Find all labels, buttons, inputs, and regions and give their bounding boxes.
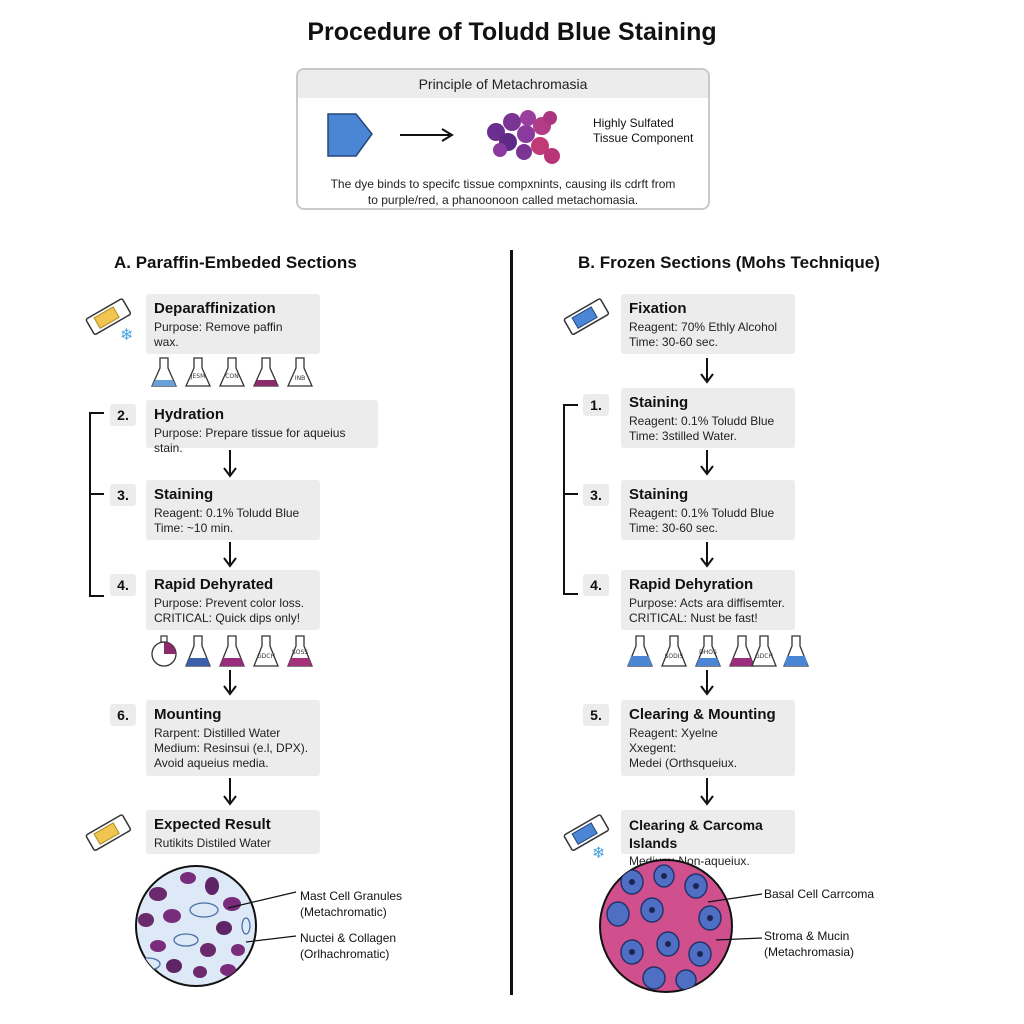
right-step-number: 1.: [583, 394, 609, 416]
flask-icon: INB: [286, 357, 314, 387]
svg-text:❄: ❄: [120, 325, 133, 344]
principle-header: Principle of Metachromasia: [298, 70, 708, 98]
flask-icon: GDCH: [751, 635, 777, 667]
left-flask-row-bottom: GDCH SOSS: [151, 635, 313, 667]
flask-icon: [627, 635, 653, 667]
right-step-number: 3.: [583, 484, 609, 506]
arrow-down-icon: [700, 450, 714, 476]
arrow-down-icon: [223, 450, 237, 478]
left-bracket: [89, 412, 104, 597]
right-step-staining-2: Staining Reagent: 0.1% Toludd Blue Time:…: [621, 480, 795, 540]
right-step-result: Clearing & Carcoma Islands Medium: Non-a…: [621, 810, 795, 868]
svg-text:GDCH: GDCH: [257, 653, 275, 660]
svg-text:SODIS: SODIS: [665, 653, 684, 660]
principle-description: The dye binds to specifc tissue compxnin…: [330, 177, 676, 207]
svg-text:JESM: JESM: [190, 373, 206, 380]
flask-icon: [219, 635, 245, 667]
left-step-number: 6.: [110, 704, 136, 726]
slide-icon: ❄: [85, 298, 133, 344]
flask-icon: DHOS: [695, 635, 721, 667]
svg-text:GDCH: GDCH: [755, 653, 773, 660]
flask-icon: [150, 357, 178, 387]
left-step-expected-result: Expected Result Rutikits Distiled Water: [146, 810, 320, 854]
right-flask-row: SODIS DHOS GDCH: [627, 635, 809, 667]
left-flask-row-top: JESM CON INB: [150, 357, 314, 387]
right-step-clearing-mounting: Clearing & Mounting Reagent: Xyelne Xxeg…: [621, 700, 795, 776]
left-result-label-mast-cell: Mast Cell Granules (Metachromatic): [300, 889, 403, 919]
dye-molecule-icon: [327, 113, 373, 157]
right-step-number: 4.: [583, 574, 609, 596]
flask-icon: JESM: [184, 357, 212, 387]
left-step-deparaffinization: Deparaffinization Purpose: Remove paffin…: [146, 294, 320, 354]
page-title: Procedure of Toludd Blue Staining: [307, 18, 717, 46]
slide-icon: [563, 298, 610, 335]
svg-text:SOSS: SOSS: [292, 649, 308, 656]
right-result-label-basal-cell: Basal Cell Carrcoma: [764, 887, 875, 901]
right-step-fixation: Fixation Reagent: 70% Ethly Alcohol Time…: [621, 294, 795, 354]
right-step-number: 5.: [583, 704, 609, 726]
arrow-down-icon: [223, 778, 237, 806]
principle-box: Principle of Metachromasia Highly Sulfat…: [296, 68, 710, 210]
left-section-title: A. Paraffin-Embeded Sections: [114, 253, 357, 272]
arrow-down-icon: [700, 358, 714, 384]
svg-text:❄: ❄: [592, 843, 605, 862]
arrow-down-icon: [223, 670, 237, 696]
flask-icon: GDCH: [253, 635, 279, 667]
flask-icon: [151, 635, 177, 667]
right-section-title: B. Frozen Sections (Mohs Technique): [578, 253, 880, 272]
right-step-rapid-dehydration: Rapid Dehyration Purpose: Acts ara diffi…: [621, 570, 795, 630]
left-result-label-nuclei: Nuctei & Collagen (Orlhachromatic): [300, 931, 397, 961]
arrow-right-icon: [400, 128, 454, 142]
svg-text:INB: INB: [295, 375, 305, 382]
arrow-down-icon: [223, 542, 237, 568]
svg-text:DHOS: DHOS: [699, 649, 717, 656]
flask-icon: [783, 635, 809, 667]
right-step-staining-1: Staining Reagent: 0.1% Toludd Blue Time:…: [621, 388, 795, 448]
left-step-number: 2.: [110, 404, 136, 426]
flask-icon: [185, 635, 211, 667]
arrow-down-icon: [700, 778, 714, 806]
tissue-granules-icon: [487, 110, 560, 164]
column-divider: [510, 250, 513, 995]
slide-icon: [85, 814, 132, 851]
principle-label: Highly Sulfated Tissue Component: [593, 116, 694, 145]
flask-icon: SOSS: [287, 635, 313, 667]
flask-icon: CON: [218, 357, 246, 387]
arrow-down-icon: [700, 670, 714, 696]
flask-icon: SODIS: [661, 635, 687, 667]
svg-text:CON: CON: [225, 373, 238, 380]
left-result-micrograph: [135, 865, 297, 987]
slide-icon: ❄: [563, 814, 610, 862]
flask-icon: [252, 357, 280, 387]
left-step-number: 4.: [110, 574, 136, 596]
right-bracket: [563, 404, 578, 595]
left-step-mounting: Mounting Rarpent: Distilled Water Medium…: [146, 700, 320, 776]
left-step-rapid-dehydration: Rapid Dehyrated Purpose: Prevent color l…: [146, 570, 320, 630]
flask-icon: [729, 635, 755, 667]
arrow-down-icon: [700, 542, 714, 568]
left-step-staining: Staining Reagent: 0.1% Toludd Blue Time:…: [146, 480, 320, 540]
left-step-hydration: Hydration Purpose: Prepare tissue for aq…: [146, 400, 378, 455]
right-result-label-stroma: Stroma & Mucin (Metachromasia): [764, 929, 855, 959]
right-result-micrograph: [599, 859, 763, 993]
left-step-number: 3.: [110, 484, 136, 506]
